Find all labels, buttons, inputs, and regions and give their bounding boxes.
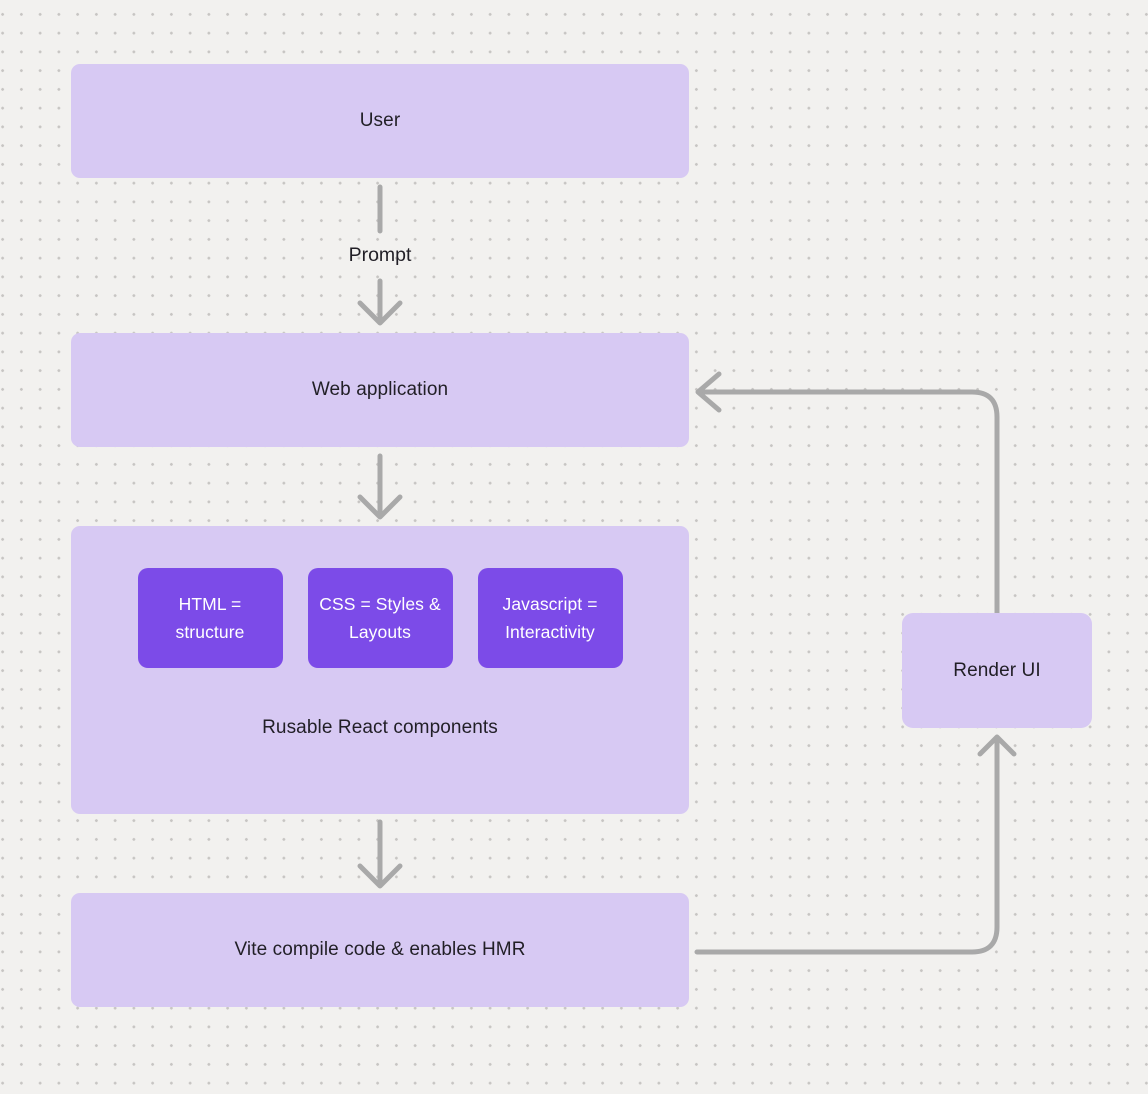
chip-html-label: HTML = structure xyxy=(175,593,245,642)
edge-components-to-vite-arrowhead-icon[interactable] xyxy=(357,863,403,889)
edge-vite-to-renderui-line[interactable] xyxy=(694,738,1000,955)
edge-renderui-to-webapp-line[interactable] xyxy=(698,389,1000,616)
components-group-label: Rusable React components xyxy=(262,717,498,738)
node-render-ui[interactable]: Render UI xyxy=(902,613,1092,728)
chip-html[interactable]: HTML = structure xyxy=(137,568,283,668)
edge-vite-to-renderui-arrowhead-icon[interactable] xyxy=(977,734,1017,757)
node-user-label: User xyxy=(359,110,401,131)
node-web-application[interactable]: Web application xyxy=(71,333,689,447)
edge-renderui-to-webapp-arrowhead-icon[interactable] xyxy=(695,371,722,413)
chip-javascript-label: Javascript = Interactivity xyxy=(502,593,598,642)
node-vite-label: Vite compile code & enables HMR xyxy=(234,939,526,960)
edge-webapp-to-components-arrowhead-icon[interactable] xyxy=(357,494,403,520)
chip-javascript[interactable]: Javascript = Interactivity xyxy=(477,568,623,668)
node-render-ui-label: Render UI xyxy=(953,659,1041,681)
edge-prompt-label[interactable]: Prompt xyxy=(348,244,412,266)
node-vite[interactable]: Vite compile code & enables HMR xyxy=(71,893,689,1007)
node-components-group[interactable]: HTML = structure CSS = Styles & Layouts … xyxy=(71,526,689,814)
node-web-application-label: Web application xyxy=(311,379,449,400)
edge-user-to-webapp-arrowhead-icon[interactable] xyxy=(357,300,403,326)
chip-css[interactable]: CSS = Styles & Layouts xyxy=(307,568,453,668)
components-chips-row: HTML = structure CSS = Styles & Layouts … xyxy=(71,568,689,668)
node-user[interactable]: User xyxy=(71,64,689,178)
chip-css-label: CSS = Styles & Layouts xyxy=(319,593,441,642)
